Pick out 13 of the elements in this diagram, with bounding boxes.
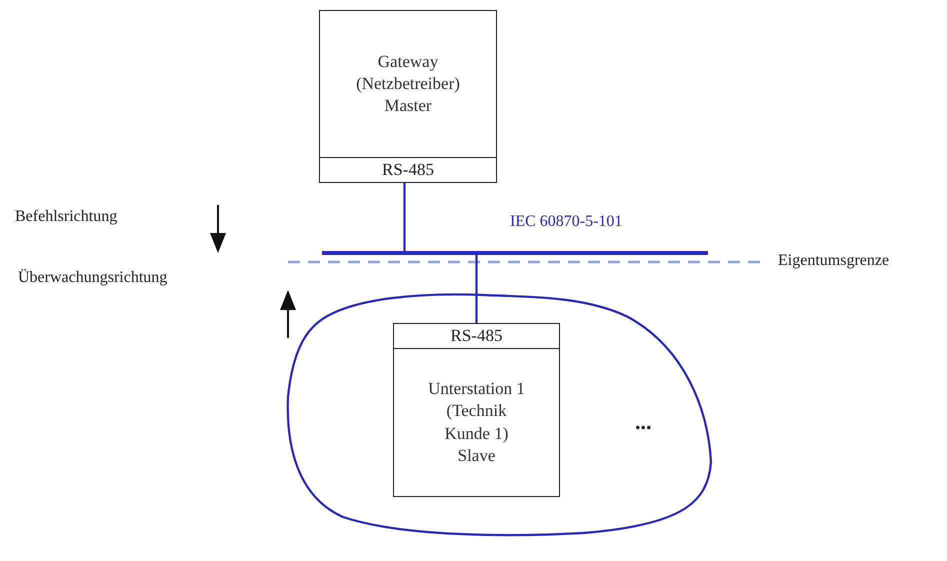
- device-box: [393, 323, 560, 497]
- port-label: RS-485: [320, 157, 496, 182]
- port-label: RS-485: [394, 324, 559, 349]
- side-label: Eigentumsgrenze: [778, 252, 890, 270]
- side-label: Überwachungsrichtung: [18, 269, 168, 287]
- connector: [475, 255, 478, 323]
- connector: [403, 183, 406, 251]
- device-label: Unterstation 1 (Technik Kunde 1) Slave: [427, 378, 526, 467]
- protocol-label: IEC 60870-5-101: [510, 213, 622, 231]
- device-box: [319, 10, 497, 183]
- ellipsis: ...: [635, 411, 652, 433]
- side-label: Befehlsrichtung: [15, 208, 118, 226]
- device-label: Gateway (Netzbetreiber) Master: [355, 50, 461, 118]
